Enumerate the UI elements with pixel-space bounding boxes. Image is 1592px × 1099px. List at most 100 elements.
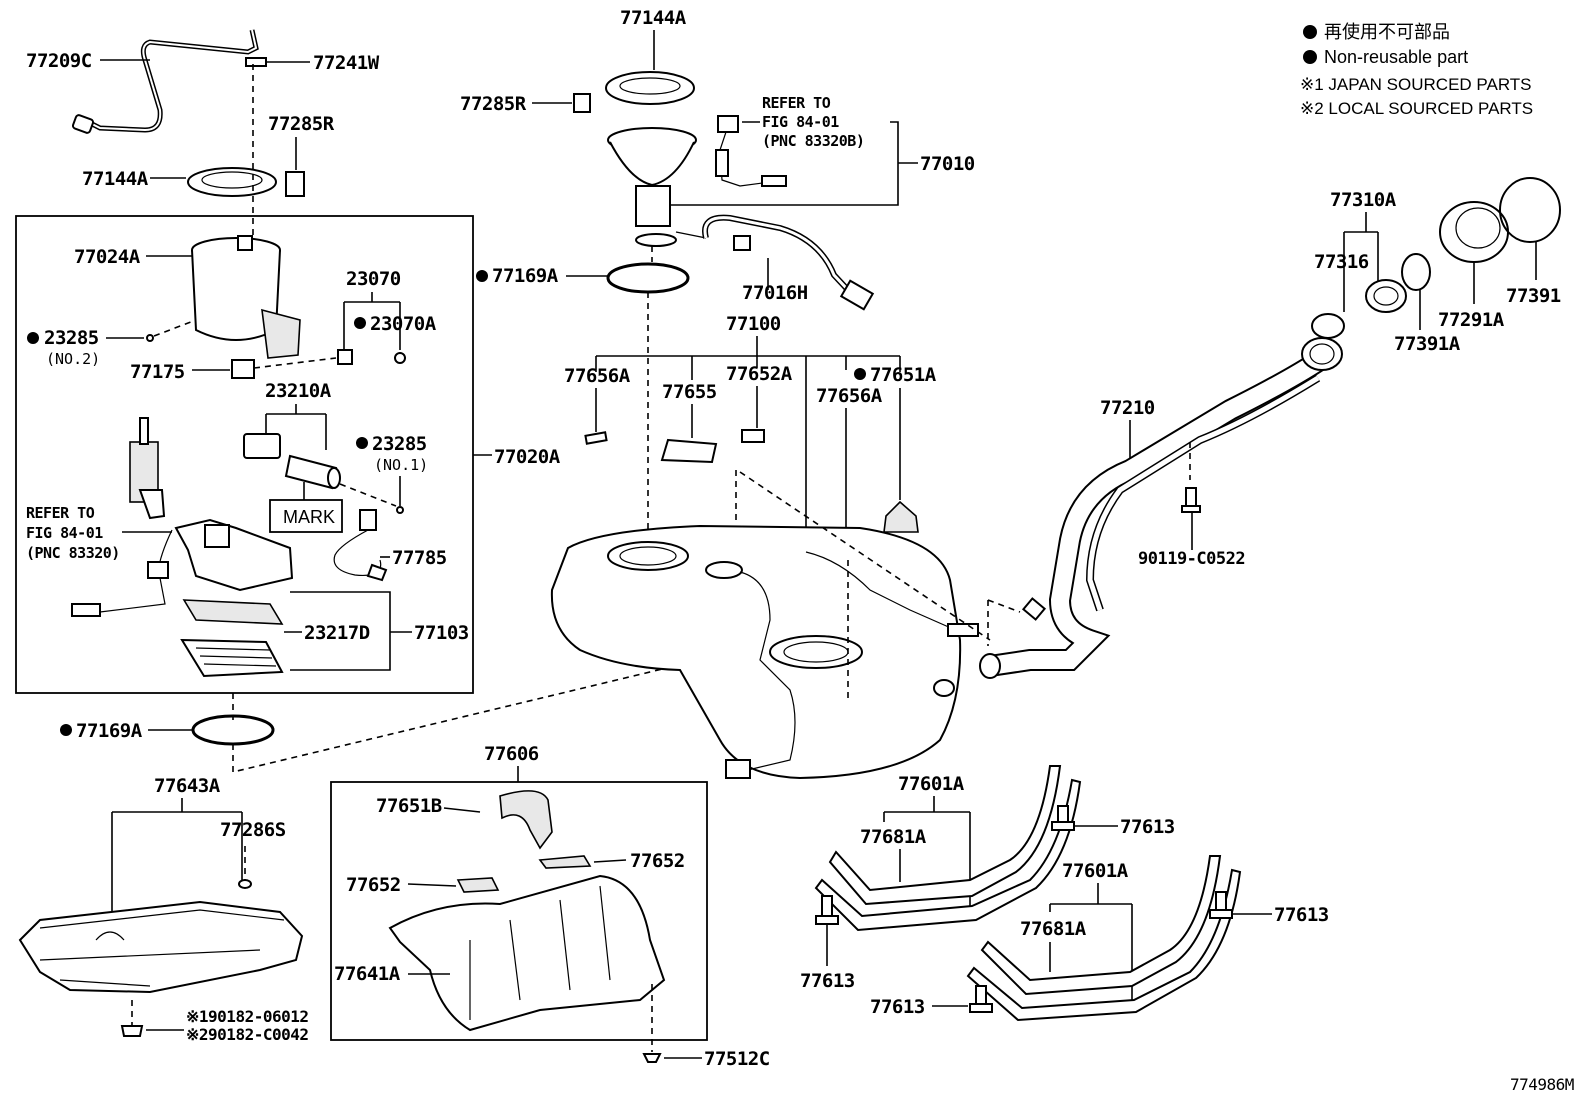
legend-non-reusable-jp: 再使用不可部品 [1324,22,1450,42]
label-77175: 77175 [130,361,185,383]
refer-top-line1: REFER TO [762,94,831,112]
label-77169A-left: 77169A [76,720,143,742]
label-77291A: 77291A [1438,309,1505,331]
label-77652A: 77652A [726,363,793,385]
label-77606: 77606 [484,743,539,765]
label-77144A-top: 77144A [620,7,687,29]
band-77601A-1-drawing [814,765,1082,932]
sender-bracket-drawing [71,518,294,617]
pad-77652-left-drawing [456,877,500,893]
label-77285R-left: 77285R [268,113,335,135]
label-23070A: 23070A [370,313,437,335]
label-77643A: 77643A [154,775,221,797]
label-23285-no1: 23285 [372,433,427,455]
label-77391A: 77391A [1394,333,1461,355]
refer-left-line2: FIG 84-01 [26,524,103,542]
pad-77652A-drawing [741,429,765,443]
label-77613-3: 77613 [1274,904,1329,926]
label-77681A-1: 77681A [860,826,927,848]
label-90182-C0042: ※290182-C0042 [186,1025,309,1044]
refer-top-line2: FIG 84-01 [762,113,839,131]
label-77613-1: 77613 [1120,816,1175,838]
label-77651A: 77651A [870,364,937,386]
label-77016H: 77016H [742,282,808,304]
label-77316: 77316 [1314,251,1369,273]
legend-note-1: ※1 JAPAN SOURCED PARTS [1300,75,1532,94]
label-23217D: 23217D [304,622,370,644]
label-23210A: 23210A [265,380,332,402]
refer-left-line1: REFER TO [26,504,95,522]
pad-77652-right-drawing [538,855,592,869]
legend: 再使用不可部品 Non-reusable part ※1 JAPAN SOURC… [1300,22,1533,118]
clip-77175-drawing [231,359,255,379]
clip-77286S-drawing [238,879,252,889]
insulator-77651B-drawing [499,790,553,850]
pump-module-77010-drawing [607,127,707,247]
label-90182-06012: ※190182-06012 [186,1007,309,1026]
label-77613-2: 77613 [800,970,855,992]
label-77209C: 77209C [26,50,92,72]
fuel-tube-77209C-drawing [71,29,259,134]
label-90119-C0522: 90119-C0522 [1138,549,1245,569]
cushion-77651A-drawing [883,500,919,533]
gasket-77169A-top-drawing [606,262,690,294]
label-77641A: 77641A [334,963,401,985]
valve-23070-drawing [337,349,353,365]
fuel-pump-23210A-drawing [243,433,341,490]
insulator-77641A-drawing [388,874,666,1032]
label-23285-no2: 23285 [44,327,99,349]
filler-neck-77210-drawing [979,337,1343,679]
mark-box [269,499,343,533]
gasket-77391-drawing [1499,177,1561,243]
label-77210: 77210 [1100,397,1155,419]
filter-23217D-drawing [182,599,284,625]
figure-id: 774986M [1510,1075,1574,1094]
label-77601A-2: 77601A [1062,860,1129,882]
label-77024A: 77024A [74,246,141,268]
strainer-drawing [180,638,284,678]
label-77100: 77100 [726,313,781,335]
connector-77285R-top-drawing [573,93,591,113]
label-23285-no1-sub: (NO.1) [374,456,428,474]
sender-top-drawing [715,115,787,187]
fuel-sender-drawing [129,417,166,520]
bolt-77613-4-drawing [969,985,993,1013]
nut-90182-drawing [120,1025,144,1037]
o-ring-23070A-drawing [394,352,406,364]
ring-77144A-top-drawing [605,71,695,105]
label-77144A-left: 77144A [82,168,149,190]
band-77601A-2-drawing [966,855,1242,1022]
gasket-77316-drawing [1311,313,1345,339]
label-77241W: 77241W [313,52,380,74]
oring-77391A-drawing [1401,253,1431,291]
label-77310A: 77310A [1330,189,1397,211]
label-77681A-2: 77681A [1020,918,1087,940]
label-77020A: 77020A [494,446,561,468]
label-77613-4: 77613 [870,996,925,1018]
pump-housing-77024A-drawing [191,235,301,359]
legend-note-2: ※2 LOCAL SOURCED PARTS [1300,99,1533,118]
pad-77655-drawing [660,438,718,464]
label-77655: 77655 [662,381,717,403]
cap-77291A-drawing [1439,201,1509,263]
hose-77016H-drawing [702,214,875,311]
pad-77656A-1-drawing [584,431,608,445]
refer-top-line3: (PNC 83320B) [762,132,864,150]
label-77286S: 77286S [220,819,286,841]
label-23285-no2-sub: (NO.2) [46,350,100,368]
label-77010: 77010 [920,153,975,175]
cap-77310A-drawing [1365,279,1407,313]
label-77169A-top: 77169A [492,265,559,287]
label-77785: 77785 [392,547,447,569]
mark-label: MARK [283,507,335,527]
label-77601A-1: 77601A [898,773,965,795]
refer-left-line3: (PNC 83320) [26,544,120,562]
label-77652-left: 77652 [346,874,401,896]
label-77103: 77103 [414,622,469,644]
fuel-tank-drawing [550,524,979,780]
legend-non-reusable-en: Non-reusable part [1324,47,1468,67]
label-77285R-top: 77285R [460,93,527,115]
harness-77785-drawing [333,509,388,582]
label-77651B: 77651B [376,795,442,817]
